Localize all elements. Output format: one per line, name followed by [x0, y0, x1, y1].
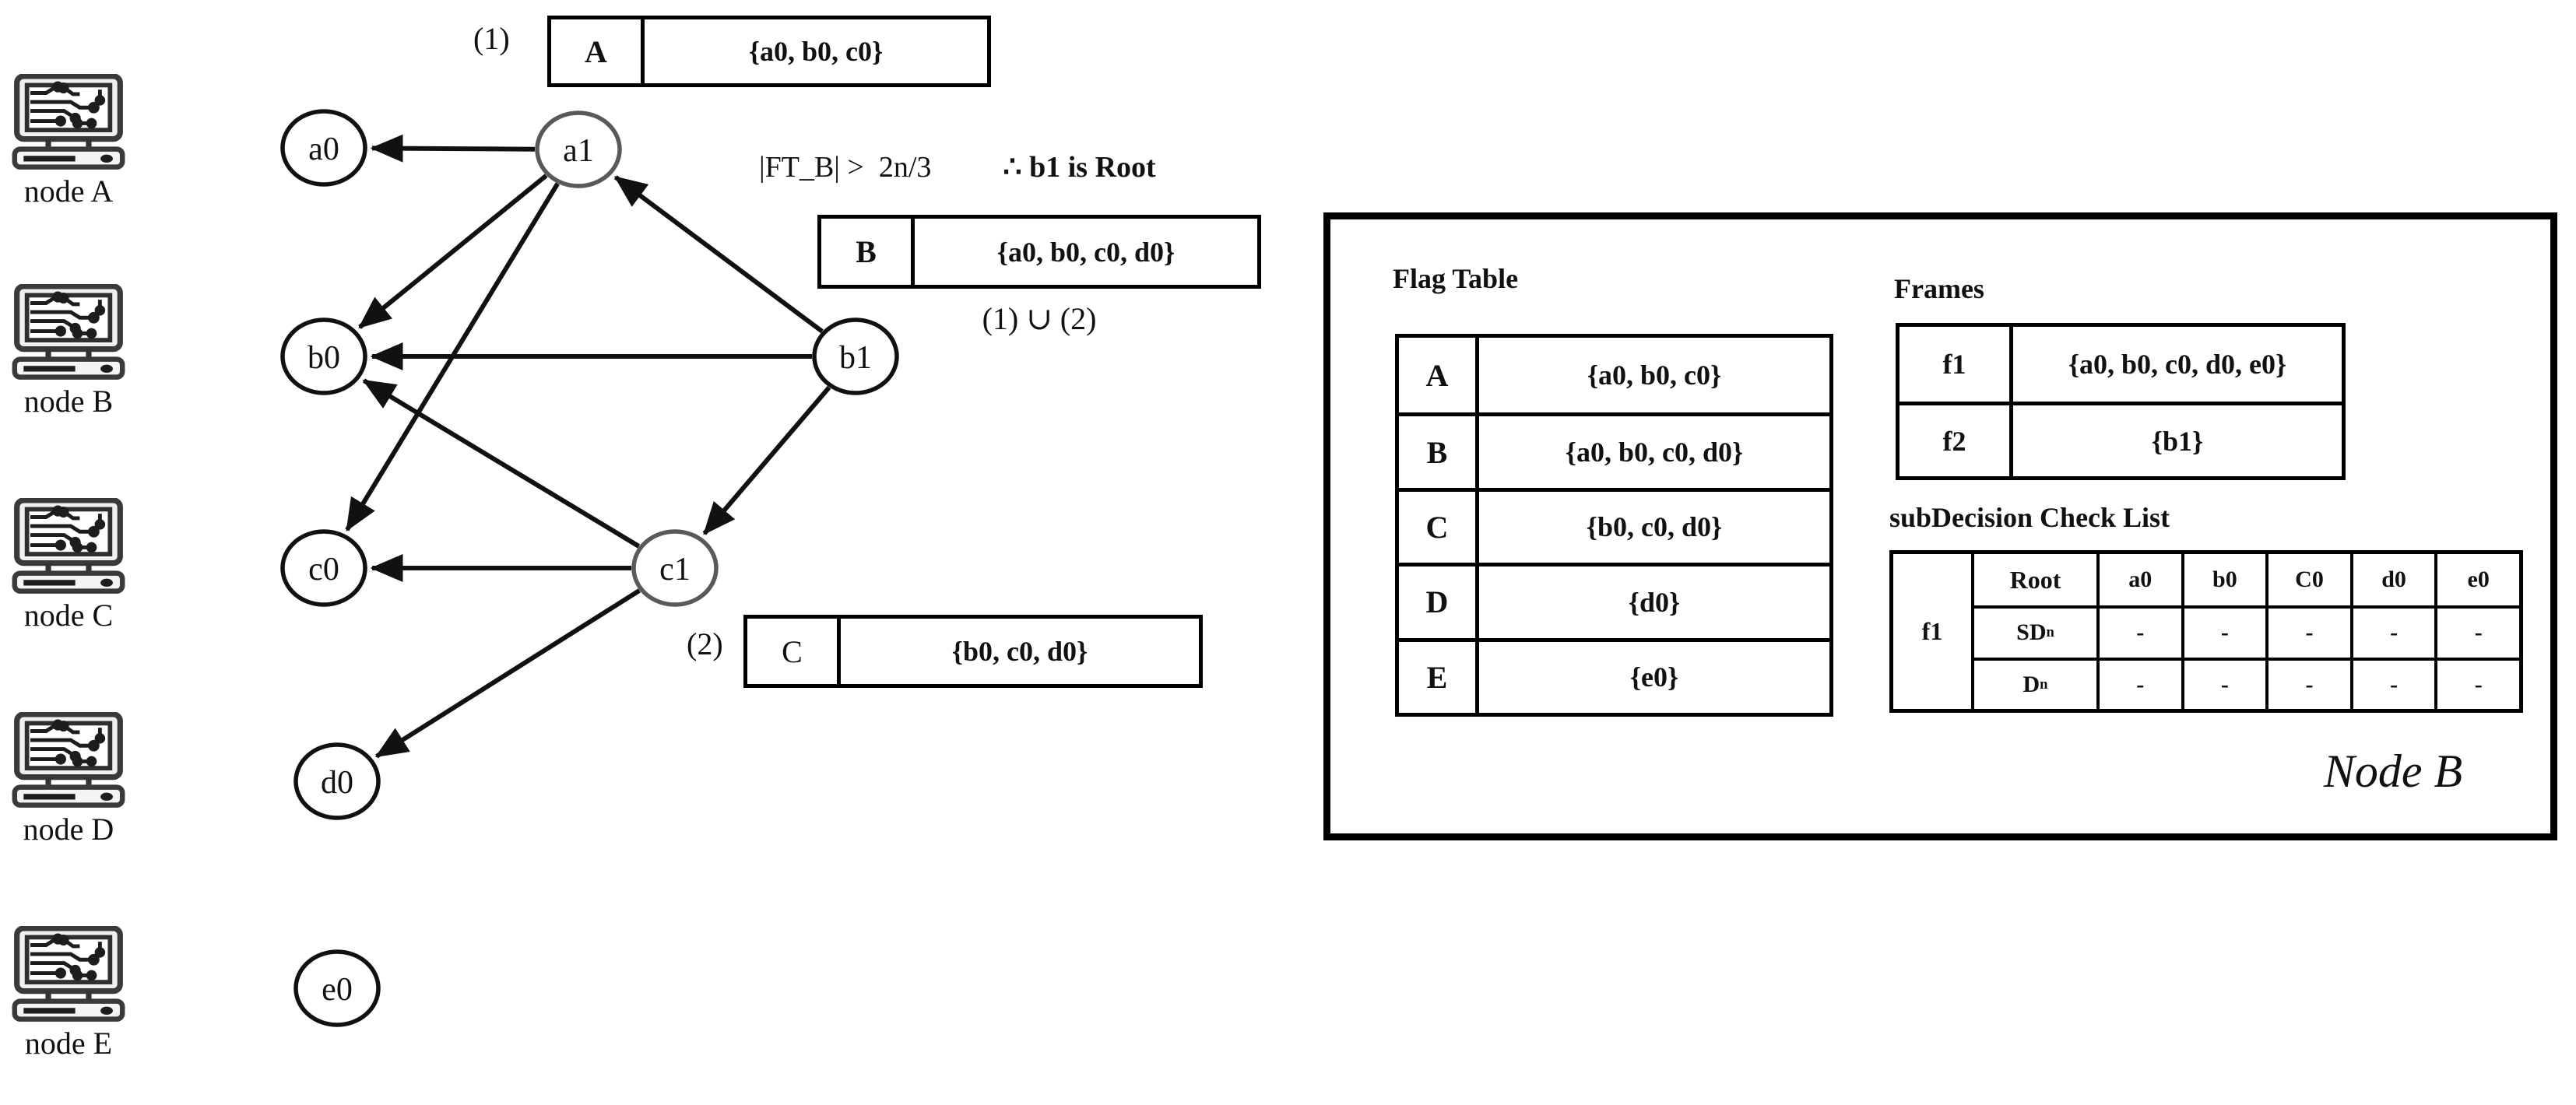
- machine-node-e: node E: [6, 926, 131, 1060]
- root-condition: |FT_B| > 2n/3 ∴ b1 is Root: [759, 149, 1156, 184]
- graph-node-c0: [280, 529, 367, 607]
- message-2-tag: (2): [687, 626, 723, 661]
- message-value: {a0, b0, c0, d0}: [996, 236, 1176, 268]
- computer-icon: [12, 926, 125, 1023]
- node-layer: a0 a1 b0 b1 c0 c1 d0 e0: [280, 109, 899, 1027]
- machine-label: node A: [23, 174, 114, 209]
- message-key: C: [747, 619, 841, 684]
- frame-key: f2: [1899, 402, 2013, 476]
- subdecision-header: Root: [1971, 554, 2096, 606]
- subdecision-cell: -: [2096, 657, 2181, 709]
- condition-formula: |FT_B| > 2n/3: [759, 151, 932, 184]
- graph-node-label-b1: b1: [839, 340, 872, 376]
- graph-node-label-c1: c1: [659, 552, 691, 588]
- graph-node-label-a1: a1: [563, 133, 594, 169]
- union-note: (1) ∪ (2): [982, 301, 1097, 336]
- graph-node-label-c0: c0: [308, 552, 339, 588]
- computer-icon: [12, 712, 125, 809]
- frame-value: {a0, b0, c0, d0, e0}: [2068, 349, 2287, 380]
- frames-table: f1 {a0, b0, c0, d0, e0} f2 {b1}: [1896, 323, 2346, 480]
- machine-node-c: node C: [6, 498, 131, 632]
- graph-node-a0: [280, 109, 367, 187]
- graph-node-a1: [535, 110, 622, 188]
- machine-node-d: node D: [6, 712, 131, 846]
- graph-node-label-b0: b0: [308, 340, 340, 376]
- flag-value: {e0}: [1479, 637, 1829, 713]
- machine-label: node D: [23, 812, 114, 847]
- subdecision-header: C0: [2265, 554, 2350, 606]
- frame-key: f1: [1899, 327, 2013, 402]
- subdecision-cell: -: [2349, 657, 2435, 709]
- machine-label: node C: [23, 598, 114, 633]
- flag-value: {a0, b0, c0}: [1587, 360, 1722, 391]
- message-value: {a0, b0, c0}: [748, 36, 884, 67]
- subdecision-cell: -: [2096, 605, 2181, 658]
- machine-label: node B: [23, 384, 114, 419]
- message-table-c: C {b0, c0, d0}: [743, 615, 1203, 688]
- machine-node-b: node B: [6, 284, 131, 418]
- graph-node-e0: [293, 949, 381, 1027]
- frame-value: {b1}: [2013, 402, 2342, 476]
- message-key: B: [821, 219, 915, 285]
- flag-value: {a0, b0, c0, d0}: [1479, 412, 1829, 487]
- panel-caption: Node B: [2323, 745, 2463, 797]
- computer-icon: [12, 498, 125, 595]
- subdecision-header: e0: [2434, 554, 2519, 606]
- graph-edge-a1-b0: [358, 174, 548, 329]
- computer-icon: [12, 74, 125, 170]
- message-table-a: A {a0, b0, c0}: [547, 16, 991, 87]
- subdecision-header: b0: [2181, 554, 2266, 606]
- graph-node-b0: [280, 317, 367, 395]
- subdecision-cell: -: [2181, 605, 2266, 658]
- machine-label: node E: [24, 1026, 113, 1061]
- graph-edge-a1-a0: [370, 134, 536, 163]
- condition-conclusion: ∴ b1 is Root: [1003, 151, 1156, 184]
- subdecision-cell: -: [2434, 657, 2519, 709]
- machine-node-a: node A: [6, 74, 131, 208]
- flag-value: {d0}: [1479, 563, 1829, 637]
- graph-edge-c1-b0: [362, 378, 641, 549]
- graph-node-c1: [631, 529, 719, 607]
- subdecision-cell: -: [2265, 657, 2350, 709]
- subdecision-cell: -: [2181, 657, 2266, 709]
- subdecision-header: d0: [2349, 554, 2435, 606]
- computer-icon: [12, 284, 125, 381]
- graph-node-label-a0: a0: [308, 132, 339, 167]
- message-1-tag: (1): [473, 21, 510, 56]
- message-table-b: B {a0, b0, c0, d0}: [817, 215, 1261, 289]
- graph-edge-c1-d0: [374, 588, 641, 759]
- frames-title: Frames: [1894, 273, 1984, 304]
- subdecision-cell: -: [2434, 605, 2519, 658]
- graph-node-b1: [812, 317, 899, 395]
- graph-edge-b1-a1: [613, 175, 824, 334]
- flag-table: A {a0, b0, c0} B {a0, b0, c0, d0} C {b0,…: [1395, 334, 1833, 717]
- subdecision-header: a0: [2096, 554, 2181, 606]
- flag-key: A: [1399, 338, 1479, 413]
- graph-node-d0: [293, 742, 381, 820]
- flag-key: E: [1399, 637, 1479, 713]
- message-key: A: [551, 19, 645, 83]
- graph-edge-b1-c1: [702, 385, 831, 535]
- message-value: {b0, c0, d0}: [951, 636, 1088, 667]
- flag-key: C: [1399, 487, 1479, 563]
- flag-key: D: [1399, 563, 1479, 638]
- subdecision-title: subDecision Check List: [1889, 502, 2170, 533]
- flag-table-title: Flag Table: [1393, 263, 1519, 294]
- graph-node-label-e0: e0: [322, 972, 353, 1008]
- graph-node-label-d0: d0: [321, 765, 353, 801]
- node-b-panel: Flag Table A {a0, b0, c0} B {a0, b0, c0,…: [1323, 212, 2557, 840]
- subdecision-cell: -: [2349, 605, 2435, 658]
- flag-key: B: [1399, 412, 1479, 488]
- subdecision-frame-cell: f1: [1921, 617, 1943, 645]
- edge-layer: [345, 134, 831, 759]
- flag-value: {b0, c0, d0}: [1479, 487, 1829, 563]
- subdecision-cell: -: [2265, 605, 2350, 658]
